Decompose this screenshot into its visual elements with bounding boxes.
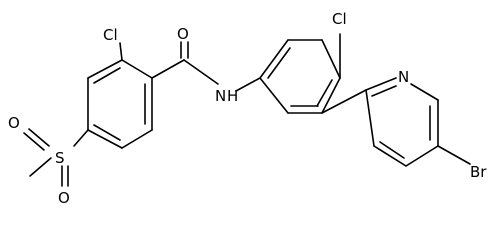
atom-label-amide-nitrogen: N xyxy=(215,87,226,105)
methylsulfonyl-group xyxy=(23,128,89,187)
pyridine-ring xyxy=(365,77,439,167)
atom-label-bromine: Br xyxy=(470,163,487,181)
atom-label-chlorine-left: Cl xyxy=(103,26,118,44)
biaryl-bond xyxy=(321,89,367,114)
atom-label-carbonyl-oxygen: O xyxy=(177,25,189,43)
molecule-structure: Cl O N H Cl N Br S O O xyxy=(8,10,487,207)
central-benzene-ring xyxy=(259,39,341,114)
atom-label-chlorine-right: Cl xyxy=(332,10,347,28)
atom-label-sulfonyl-oxygen-top: O xyxy=(8,114,20,132)
amide-linker xyxy=(151,41,261,92)
bond-c-br xyxy=(437,145,471,165)
atom-label-sulfur: S xyxy=(55,149,65,167)
bond-c-cl-left xyxy=(119,42,123,61)
atom-label-amide-hydrogen: H xyxy=(227,87,238,105)
atom-label-pyridine-nitrogen: N xyxy=(398,68,409,86)
atom-label-sulfonyl-oxygen-bottom: O xyxy=(58,189,70,207)
left-benzene-ring xyxy=(87,59,153,149)
